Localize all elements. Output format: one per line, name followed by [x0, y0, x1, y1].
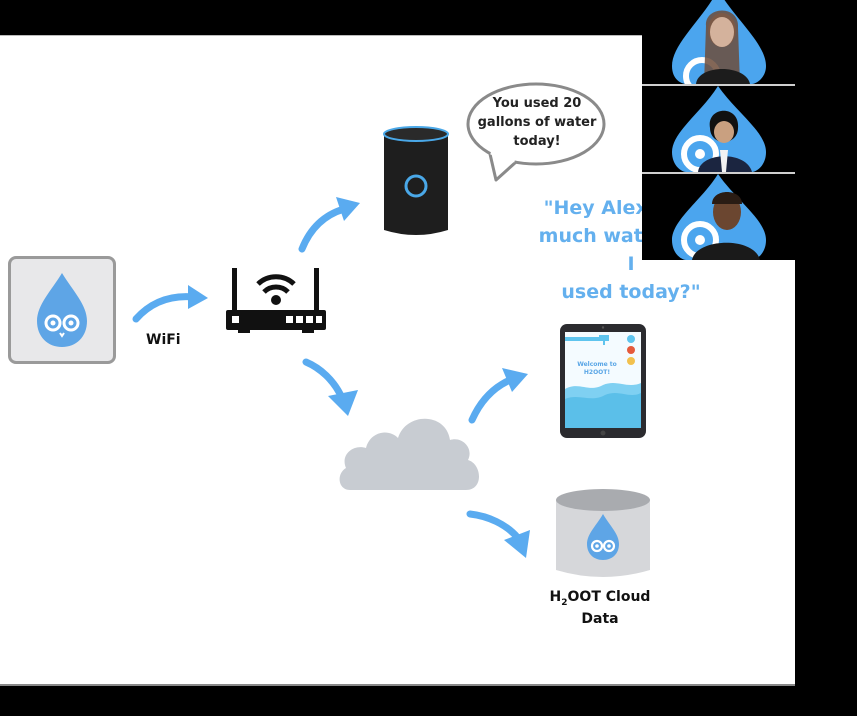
alexa-question-line-3: used today?" [561, 281, 701, 303]
arrow-to-smart-speaker-icon [298, 197, 360, 253]
tablet-title-line-1: Welcome to [577, 361, 617, 368]
cloud-data-label-line-1: H2OOT Cloud [530, 589, 670, 611]
participant-1-video [672, 0, 766, 84]
tablet-title-line-2: H2OOT! [583, 369, 611, 376]
video-tile-participant-3[interactable] [642, 174, 795, 260]
wifi-router-icon [226, 268, 326, 333]
wifi-label: WiFi [146, 332, 181, 348]
cloud-icon [339, 418, 479, 490]
arrow-to-tablet-icon [468, 368, 528, 424]
cloud-label-h: H [549, 589, 562, 605]
h2oot-device [8, 256, 116, 364]
video-divider [642, 172, 795, 174]
tablet-welcome-text: Welcome to H2OOT! [566, 361, 628, 377]
video-tile-participant-2[interactable] [642, 86, 795, 172]
video-divider [642, 84, 795, 86]
cloud-database-icon [556, 489, 650, 577]
speech-bubble-text: You used 20 gallons of water today! [477, 96, 597, 149]
smart-speaker-icon [383, 126, 449, 235]
h2oot-drop-owl-icon [37, 273, 87, 347]
speech-bubble-icon [466, 82, 606, 182]
arrow-to-cloud-icon [302, 358, 358, 416]
arrow-to-router-icon [132, 285, 208, 323]
arrow-to-database-icon [466, 510, 530, 558]
cloud-data-label-line-2: Data [581, 610, 619, 627]
cloud-label-sub: 2 [561, 597, 568, 608]
participant-2-video [672, 86, 766, 172]
tablet-app-icon [560, 324, 646, 438]
participant-3-video [672, 174, 766, 260]
cloud-label-rest: OOT Cloud [567, 589, 651, 605]
cloud-data-label: H2OOT Cloud Data [530, 589, 670, 627]
video-tile-participant-1[interactable] [642, 0, 795, 84]
